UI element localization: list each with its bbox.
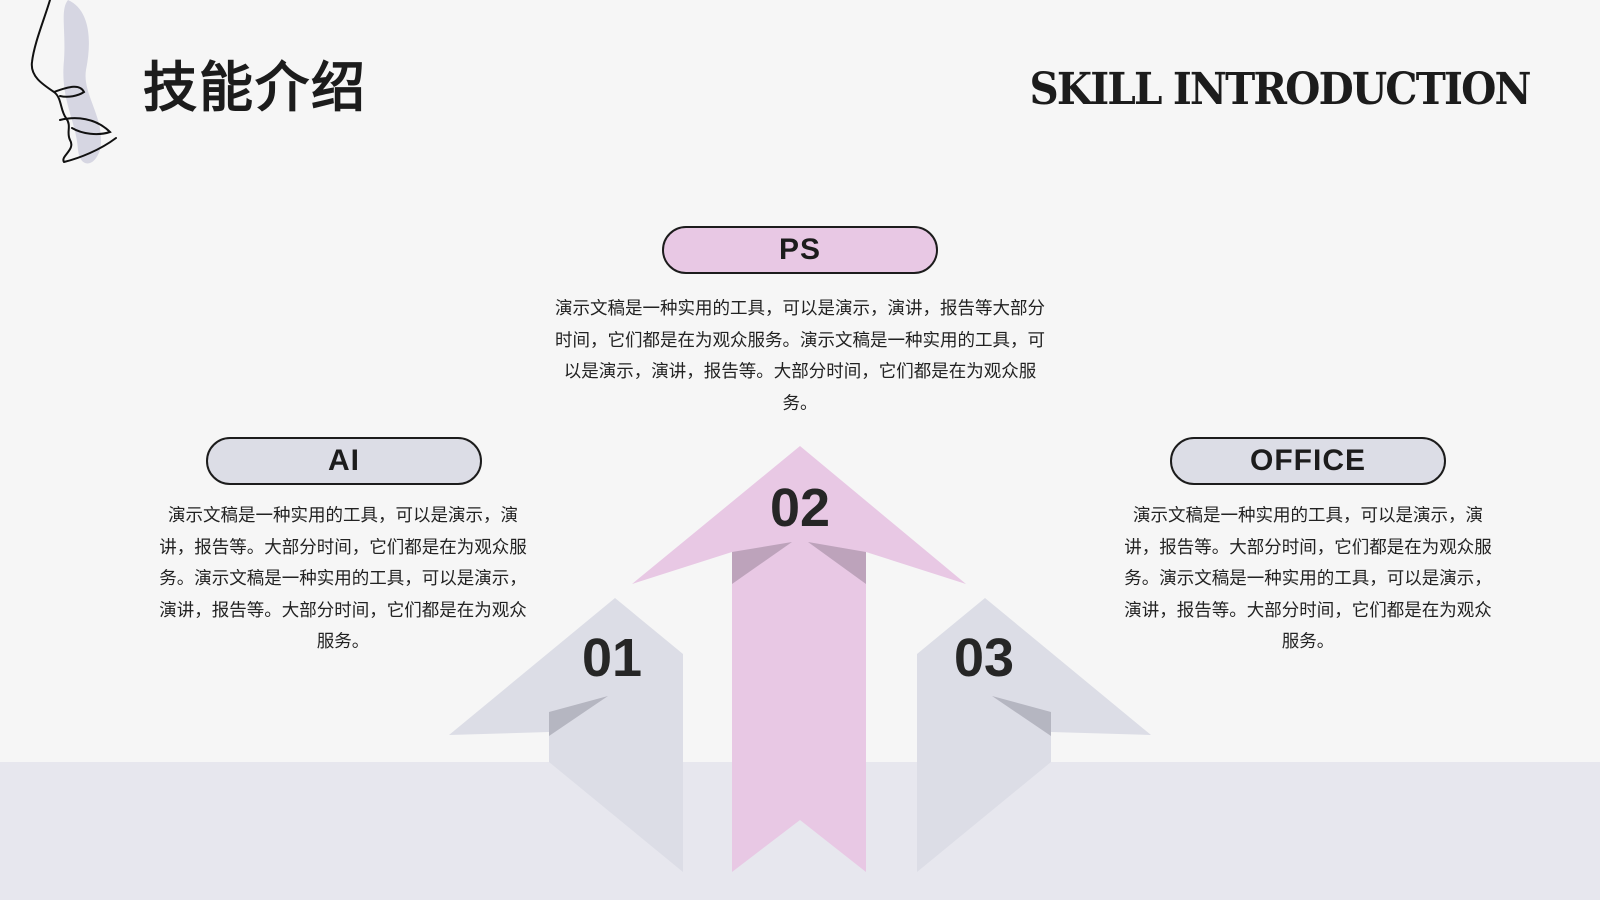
skill-label-ps: PS xyxy=(662,226,938,274)
page-title: 技能介绍 xyxy=(143,56,367,119)
skill-number-02: 02 xyxy=(770,478,830,538)
skill-label-office: OFFICE xyxy=(1170,437,1446,485)
skill-number-01: 01 xyxy=(582,628,642,688)
skill-number-03: 03 xyxy=(954,628,1014,688)
skill-description-office: 演示文稿是一种实用的工具，可以是演示，演讲，报告等。大部分时间，它们都是在为观众… xyxy=(1124,506,1492,652)
skill-description-ps: 演示文稿是一种实用的工具，可以是演示，演讲，报告等大部分时间，它们都是在为观众服… xyxy=(555,299,1045,414)
skill-label-ai: AI xyxy=(206,437,482,485)
arrow-01 xyxy=(449,598,683,872)
page-subtitle: SKILL INTRODUCTION xyxy=(1029,64,1532,115)
skill-description-ai: 演示文稿是一种实用的工具，可以是演示，演讲，报告等。大部分时间，它们都是在为观众… xyxy=(159,506,527,652)
arrow-03 xyxy=(917,598,1151,872)
face-line-art-icon xyxy=(30,0,117,164)
arrow-02 xyxy=(632,446,966,872)
